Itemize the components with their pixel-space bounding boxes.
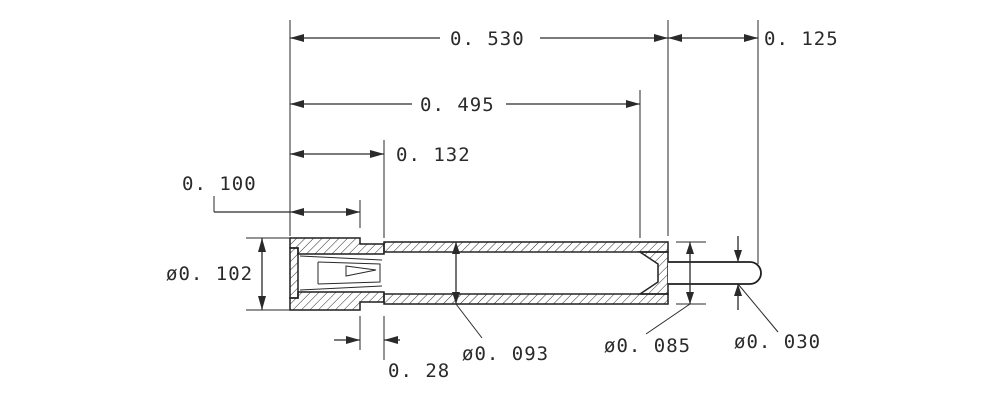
collar-bottom-wall bbox=[289, 291, 385, 311]
dimension-lines bbox=[213, 20, 779, 360]
contact-spring bbox=[299, 255, 383, 291]
body-length-label: 0. 495 bbox=[420, 94, 495, 116]
collar-top-wall bbox=[289, 237, 385, 255]
tube-bottom-wall bbox=[383, 293, 669, 305]
collar-end-wall bbox=[289, 247, 299, 299]
socket-depth-label: 0. 100 bbox=[182, 173, 257, 195]
tip-diameter-label: ø0. 085 bbox=[604, 335, 691, 357]
tail-length-label: 0. 125 bbox=[764, 28, 839, 50]
tube-end-cap bbox=[637, 251, 669, 295]
pin-tail bbox=[668, 261, 762, 285]
tube-top-wall bbox=[383, 241, 669, 253]
dimension-labels: 0. 530 0. 125 0. 495 0. 132 0. 100 ø0. 1… bbox=[166, 28, 839, 382]
groove-width-label: 0. 28 bbox=[388, 360, 450, 382]
collar-length-label: 0. 132 bbox=[396, 144, 471, 166]
receptacle-body bbox=[289, 237, 762, 311]
body-diameter-label: ø0. 093 bbox=[462, 343, 549, 365]
collar-diameter-label: ø0. 102 bbox=[166, 263, 253, 285]
pin-diameter-label: ø0. 030 bbox=[734, 331, 821, 353]
overall-length-label: 0. 530 bbox=[450, 28, 525, 50]
